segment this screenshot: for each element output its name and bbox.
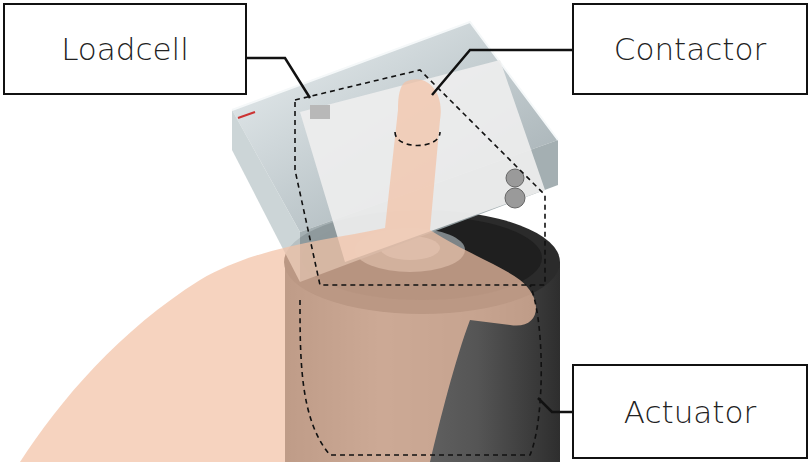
leader-line [247, 50, 572, 412]
part-label: Contactor [614, 31, 766, 67]
part-label: Loadcell [61, 31, 189, 67]
part-label: Actuator [624, 394, 756, 430]
callout-box: Actuator [572, 364, 808, 459]
dashed-outline [295, 70, 545, 455]
callout-box: Loadcell [3, 3, 247, 95]
callout-box: Contactor [572, 3, 808, 95]
hand [20, 79, 536, 462]
